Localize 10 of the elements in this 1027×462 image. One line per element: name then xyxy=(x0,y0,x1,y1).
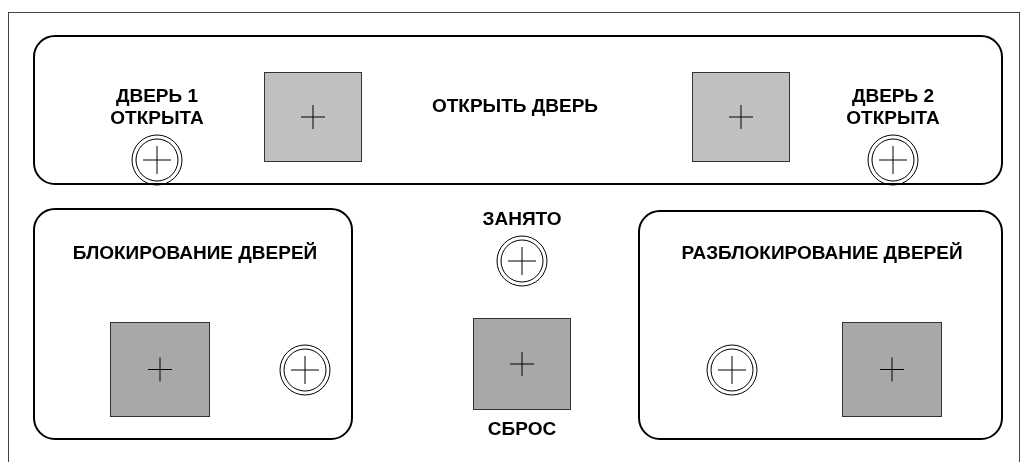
panel-frame xyxy=(638,210,1003,440)
button-label: СБРОС xyxy=(487,418,557,440)
lamp-label: ДВЕРЬ 1 ОТКРЫТА xyxy=(109,85,205,129)
panel-frame xyxy=(33,208,353,440)
panel-title: БЛОКИРОВАНИЕ ДВЕРЕЙ xyxy=(72,242,318,264)
panel-frame xyxy=(33,35,1003,185)
lamp-label: ДВЕРЬ 2 ОТКРЫТА xyxy=(845,85,941,129)
lamp-label: ЗАНЯТО xyxy=(482,208,562,230)
panel-title: РАЗБЛОКИРОВАНИЕ ДВЕРЕЙ xyxy=(681,242,963,264)
panel-title: ОТКРЫТЬ ДВЕРЬ xyxy=(431,95,599,117)
